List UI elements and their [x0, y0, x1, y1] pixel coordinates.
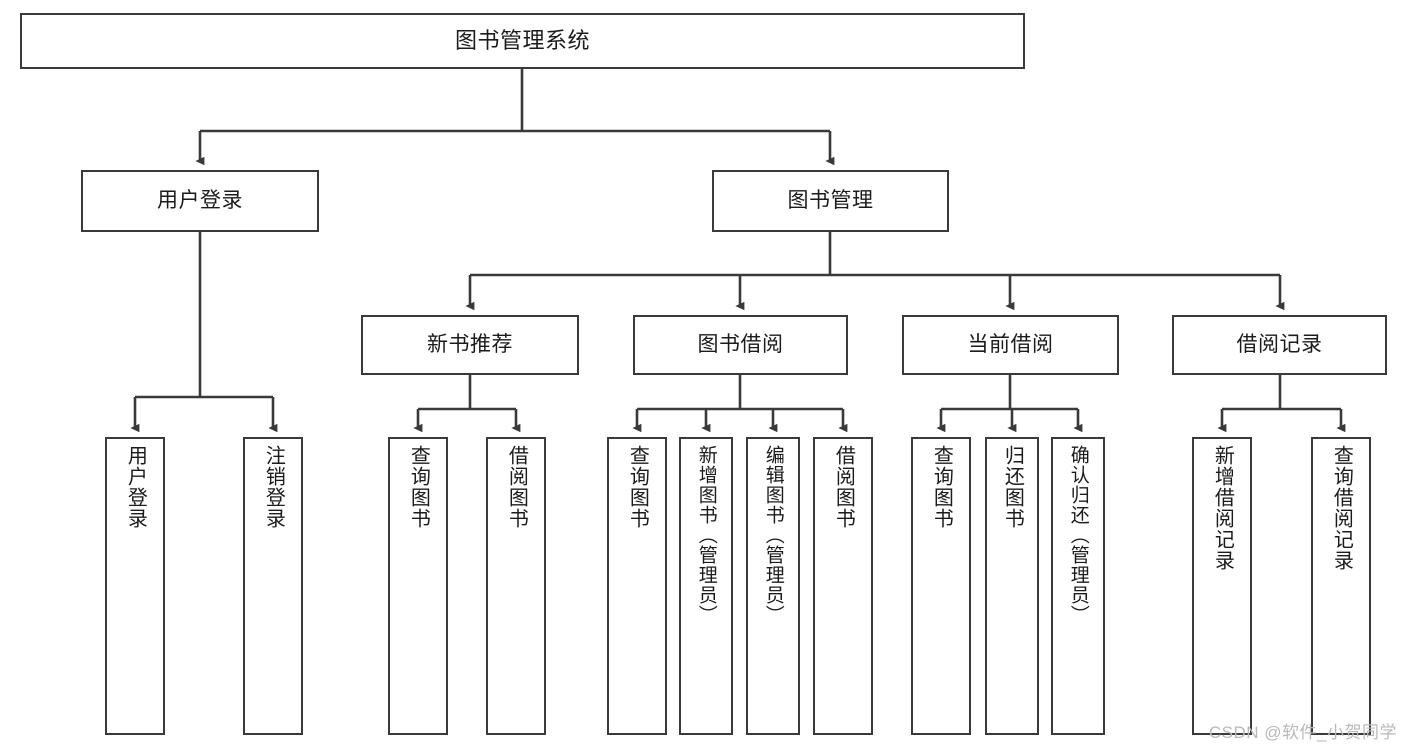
node-borrow-record[interactable]: 借阅记录	[1172, 315, 1387, 375]
node-leaf-query-record[interactable]: 查询借阅记录	[1311, 437, 1371, 735]
watermark-text: CSDN @软件_小贺同学	[1208, 723, 1397, 742]
node-new-book-rec-label: 新书推荐	[427, 332, 513, 356]
node-user-login[interactable]: 用户登录	[81, 170, 319, 232]
node-leaf-query-book-2-label: 查询图书	[626, 445, 649, 529]
node-book-manage-label: 图书管理	[787, 188, 874, 212]
node-leaf-query-book-1[interactable]: 查询图书	[388, 437, 448, 735]
node-current-borrow-label: 当前借阅	[967, 332, 1054, 356]
node-root[interactable]: 图书管理系统	[20, 13, 1025, 69]
node-leaf-user-login-label: 用户登录	[124, 445, 147, 529]
node-leaf-add-record[interactable]: 新增借阅记录	[1192, 437, 1252, 735]
node-user-login-label: 用户登录	[157, 188, 243, 212]
node-root-label: 图书管理系统	[454, 28, 590, 54]
node-leaf-query-record-label: 查询借阅记录	[1330, 445, 1353, 571]
node-leaf-add-book-label: 新增图书（管理员）	[695, 445, 717, 625]
node-book-borrow[interactable]: 图书借阅	[633, 315, 848, 375]
node-leaf-borrow-book-2-label: 借阅图书	[832, 445, 855, 529]
node-book-borrow-label: 图书借阅	[697, 332, 784, 356]
node-borrow-record-label: 借阅记录	[1236, 332, 1323, 356]
node-leaf-return-book[interactable]: 归还图书	[985, 437, 1039, 735]
node-leaf-user-logout-label: 注销登录	[262, 445, 285, 529]
node-current-borrow[interactable]: 当前借阅	[902, 315, 1119, 375]
node-leaf-borrow-book-1-label: 借阅图书	[505, 445, 528, 529]
node-leaf-add-record-label: 新增借阅记录	[1211, 445, 1234, 571]
node-new-book-rec[interactable]: 新书推荐	[361, 315, 579, 375]
node-leaf-confirm-return[interactable]: 确认归还（管理员）	[1051, 437, 1105, 735]
node-leaf-query-book-2[interactable]: 查询图书	[607, 437, 667, 735]
node-leaf-borrow-book-2[interactable]: 借阅图书	[813, 437, 873, 735]
node-leaf-query-book-1-label: 查询图书	[407, 445, 430, 529]
node-leaf-edit-book-label: 编辑图书（管理员）	[762, 445, 784, 625]
node-book-manage[interactable]: 图书管理	[712, 170, 949, 232]
node-leaf-query-book-3[interactable]: 查询图书	[911, 437, 971, 735]
node-leaf-user-logout[interactable]: 注销登录	[243, 437, 303, 735]
node-leaf-borrow-book-1[interactable]: 借阅图书	[486, 437, 546, 735]
node-leaf-confirm-return-label: 确认归还（管理员）	[1067, 445, 1089, 625]
node-leaf-user-login[interactable]: 用户登录	[105, 437, 165, 735]
node-leaf-return-book-label: 归还图书	[1001, 445, 1024, 529]
node-leaf-edit-book[interactable]: 编辑图书（管理员）	[746, 437, 800, 735]
node-leaf-query-book-3-label: 查询图书	[930, 445, 953, 529]
node-leaf-add-book[interactable]: 新增图书（管理员）	[679, 437, 733, 735]
